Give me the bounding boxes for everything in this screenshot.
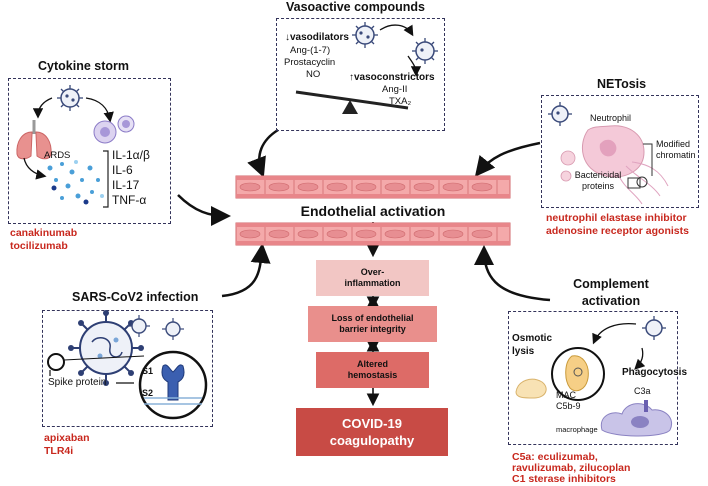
lysed-cell-icon <box>515 378 547 399</box>
dilator-2: Prostacyclin <box>284 57 336 68</box>
vasoactive-title: Vasoactive compounds <box>286 0 425 14</box>
cytokine-4: TNF-α <box>112 193 147 207</box>
magnifier-icon <box>47 353 145 384</box>
virus-icon <box>57 85 83 111</box>
c3a-label: C3a <box>634 386 651 396</box>
cytokine-particles-icon <box>47 160 104 205</box>
arrow-vasoactive <box>247 128 279 178</box>
constrictor-2: TXA₂ <box>389 96 412 107</box>
constrictor-1: Ang-II <box>382 84 408 95</box>
virus-icon <box>642 316 666 340</box>
bacterium-lysis-icon <box>551 347 605 401</box>
sars-panel <box>42 310 213 427</box>
virus-icon <box>162 318 184 340</box>
complement-panel <box>508 311 678 445</box>
c5b9-label: C5b-9 <box>556 401 581 411</box>
seesaw-icon <box>295 90 409 114</box>
spike-protein-icon <box>138 350 208 420</box>
step-1-label: Over-inflammation <box>344 267 401 288</box>
lungs-icon <box>16 120 52 160</box>
center-title: Endothelial activation <box>300 203 446 219</box>
complement-drug-1: C5a: eculizumab, <box>512 451 598 463</box>
immune-cells-icon <box>93 115 135 144</box>
cytokine-drug-2: tocilizumab <box>10 240 68 252</box>
vasoactive-panel <box>276 18 445 131</box>
cytokine-3: IL-17 <box>112 178 140 192</box>
arrow-cytokine <box>177 194 231 226</box>
s1-label: S1 <box>142 366 154 376</box>
vessel-wall-top <box>235 175 511 199</box>
arrow-netosis <box>474 141 541 177</box>
vessel-wall-bottom <box>235 222 511 246</box>
arrow-sars <box>221 243 271 298</box>
cytokine-2: IL-6 <box>112 163 133 177</box>
coronavirus-icon <box>68 310 144 386</box>
final-coagulopathy: COVID-19 coagulopathy <box>296 408 448 456</box>
vasodilators-label: ↓vasodilators <box>285 32 349 43</box>
cycle-arrows-icon <box>32 97 114 123</box>
macrophage-icon <box>600 400 672 437</box>
complement-drug-3: C1 sterase inhibitors <box>512 473 616 485</box>
neutrophil-label: Neutrophil <box>590 113 632 123</box>
phagocytosis-label: Phagocytosis <box>622 367 688 378</box>
osmotic-label: Osmotic lysis <box>512 333 553 357</box>
cytokine-1: IL-1α/β <box>112 148 150 162</box>
ards-label: ARDS <box>44 150 71 161</box>
cycle-arrows-icon <box>379 24 422 77</box>
vasoconstrictors-label: ↑vasoconstrictors <box>349 72 435 83</box>
neutrophil-icon <box>560 125 669 205</box>
s2-label: S2 <box>142 388 154 398</box>
netosis-drug-2: adenosine receptor agonists <box>546 225 689 237</box>
chromatin-label: Modified chromatin <box>656 139 696 160</box>
complement-drug-2: ravulizumab, zilucoplan <box>512 462 631 474</box>
step-altered-hemostasis: Altered hemostasis <box>316 352 429 388</box>
cycle-arrows-icon <box>592 322 646 370</box>
cytokine-drug-1: canakinumab <box>10 227 78 239</box>
cytokine-panel <box>8 78 171 224</box>
cycle-arrows-icon <box>23 157 47 180</box>
cytokine-title: Cytokine storm <box>38 59 129 73</box>
dilator-1: Ang-(1-7) <box>290 45 331 56</box>
proteins-label: Bactericidal proteins <box>574 170 622 191</box>
cytokine-bracket-icon <box>103 150 109 208</box>
virus-icon <box>412 38 438 64</box>
sars-drug-1: apixaban <box>44 432 90 444</box>
final-label: COVID-19 coagulopathy <box>329 416 415 448</box>
sars-drug-2: TLR4i <box>44 445 74 457</box>
step-barrier-loss: Loss of endothelial barrier integrity <box>308 306 437 342</box>
sars-title: SARS-CoV2 infection <box>72 290 199 304</box>
netosis-title: NETosis <box>597 77 647 91</box>
netosis-drug-1: neutrophil elastase inhibitor <box>546 212 687 224</box>
spike-label: Spike protein <box>48 377 107 388</box>
step-over-inflammation: Over-inflammation <box>316 260 429 296</box>
mac-label: MAC <box>556 390 576 400</box>
complement-title: Complement activation <box>573 277 649 308</box>
dilator-3: NO <box>306 69 321 80</box>
virus-icon <box>352 22 378 48</box>
netosis-panel <box>541 95 699 208</box>
virus-icon <box>128 315 150 337</box>
virus-icon <box>548 102 572 126</box>
step-2-label: Loss of endothelial barrier integrity <box>331 313 414 334</box>
step-3-label: Altered hemostasis <box>347 359 398 380</box>
macrophage-label: macrophage <box>556 425 598 434</box>
arrow-complement <box>474 245 551 302</box>
